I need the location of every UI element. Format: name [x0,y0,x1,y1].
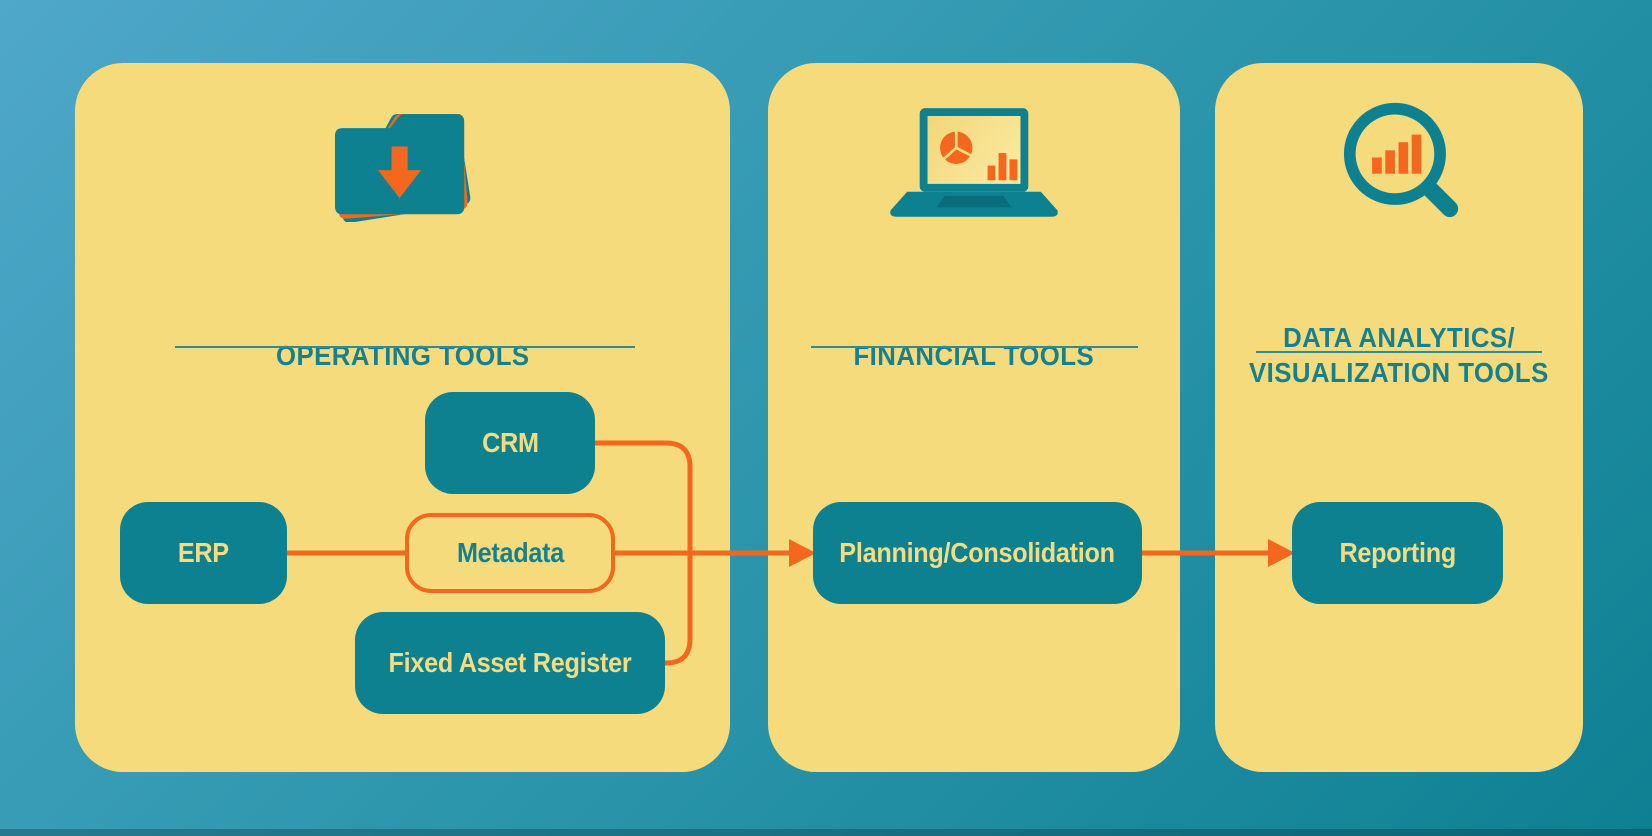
node-label: Fixed Asset Register [388,647,632,678]
pie-chart-glyph [940,130,973,165]
folder-download-icon [331,105,475,223]
bottom-edge-bar [0,829,1652,836]
keyboard-glyph [936,195,1012,208]
node-reporting: Reporting [1292,502,1503,604]
laptop-charts-icon-svg [890,108,1058,217]
panel-title-text: DATA ANALYTICS/ [1282,322,1516,353]
node-label: Metadata [456,537,564,568]
node-crm: CRM [425,392,595,494]
search-bar-chart-icon [1332,94,1466,228]
node-fixed-asset-register: Fixed Asset Register [355,612,665,714]
panel-title-text: OPERATING TOOLS [275,340,530,371]
panel-title: DATA ANALYTICS/ VISUALIZATION TOOLS [1215,320,1583,390]
title-divider [1256,351,1542,353]
title-divider [175,346,635,348]
arrowhead-into-reporting [1268,539,1295,567]
title-divider [811,346,1138,348]
bar-chart-glyph [1372,134,1422,174]
node-label: Planning/Consolidation [839,537,1116,568]
panel-title-text: FINANCIAL TOOLS [853,340,1095,371]
node-planning-consolidation: Planning/Consolidation [813,502,1142,604]
panel-title-text: VISUALIZATION TOOLS [1249,357,1549,388]
folder-download-icon-svg [331,105,471,223]
download-arrow-glyph [378,146,422,199]
node-label: ERP [177,537,230,568]
node-label: CRM [481,427,539,458]
panel-title: FINANCIAL TOOLS [768,338,1180,373]
node-label: Reporting [1339,537,1456,568]
panel-title: OPERATING TOOLS [75,338,730,373]
node-metadata: Metadata [405,513,615,593]
search-bar-chart-icon-svg [1343,102,1459,218]
arrowhead-into-planning [789,539,816,567]
panel-financial-tools: FINANCIAL TOOLS [768,63,1180,772]
node-erp: ERP [120,502,287,604]
panel-data-analytics-tools: DATA ANALYTICS/ VISUALIZATION TOOLS [1215,63,1583,772]
magnifier-handle [1421,180,1459,218]
bar-chart-glyph [987,153,1018,181]
laptop-charts-icon [880,104,1068,222]
